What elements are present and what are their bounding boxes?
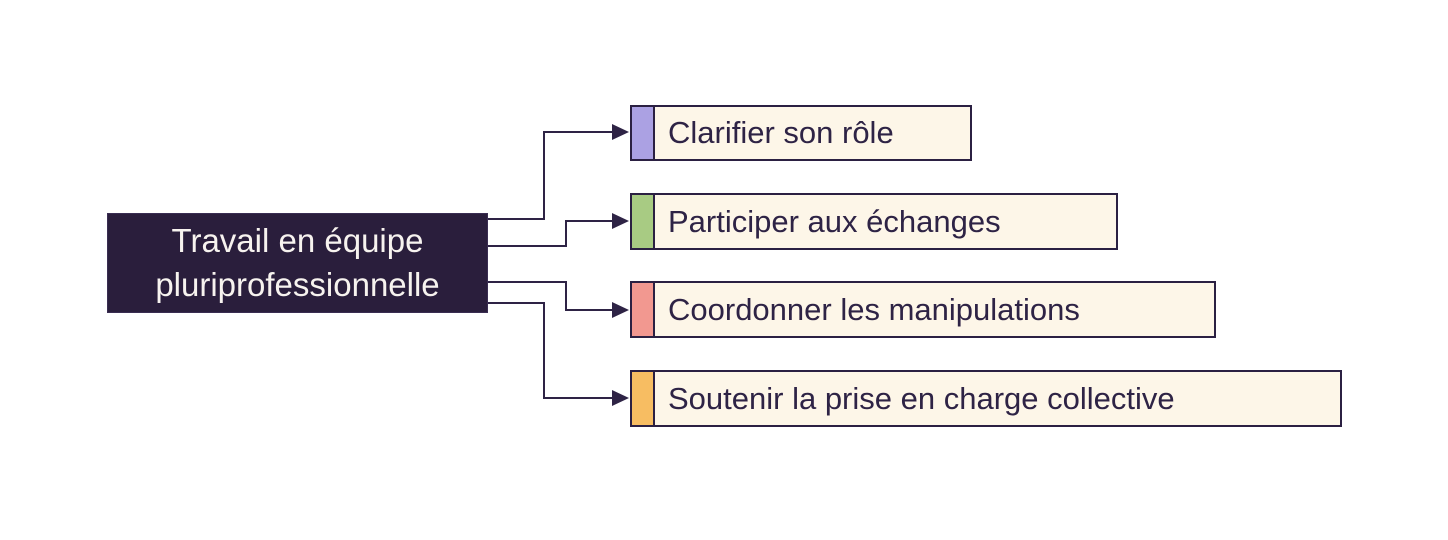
root-node: Travail en équipe pluriprofessionnelle [107, 213, 488, 313]
connector-line-4 [488, 302, 613, 399]
branch-node-participer: Participer aux échanges [630, 193, 1118, 250]
branch-node-coordonner: Coordonner les manipulations [630, 281, 1216, 338]
branch-node-soutenir: Soutenir la prise en charge collective [630, 370, 1342, 427]
accent-bar [632, 372, 655, 425]
connector-line-1 [488, 131, 613, 220]
accent-bar [632, 283, 655, 336]
branch-node-label: Soutenir la prise en charge collective [668, 380, 1175, 416]
branch-node-clarifier: Clarifier son rôle [630, 105, 972, 161]
branch-node-label: Clarifier son rôle [668, 115, 894, 150]
accent-bar [632, 195, 655, 248]
branch-node-label: Coordonner les manipulations [668, 291, 1080, 327]
root-node-label: Travail en équipe pluriprofessionnelle [155, 222, 440, 303]
arrow-head-icon [612, 213, 629, 229]
connector-line-2 [488, 220, 613, 247]
arrow-head-icon [612, 302, 629, 318]
arrow-head-icon [612, 124, 629, 140]
accent-bar [632, 107, 655, 159]
arrow-head-icon [612, 390, 629, 406]
connector-line-3 [488, 281, 613, 311]
branch-node-label: Participer aux échanges [668, 203, 1001, 239]
